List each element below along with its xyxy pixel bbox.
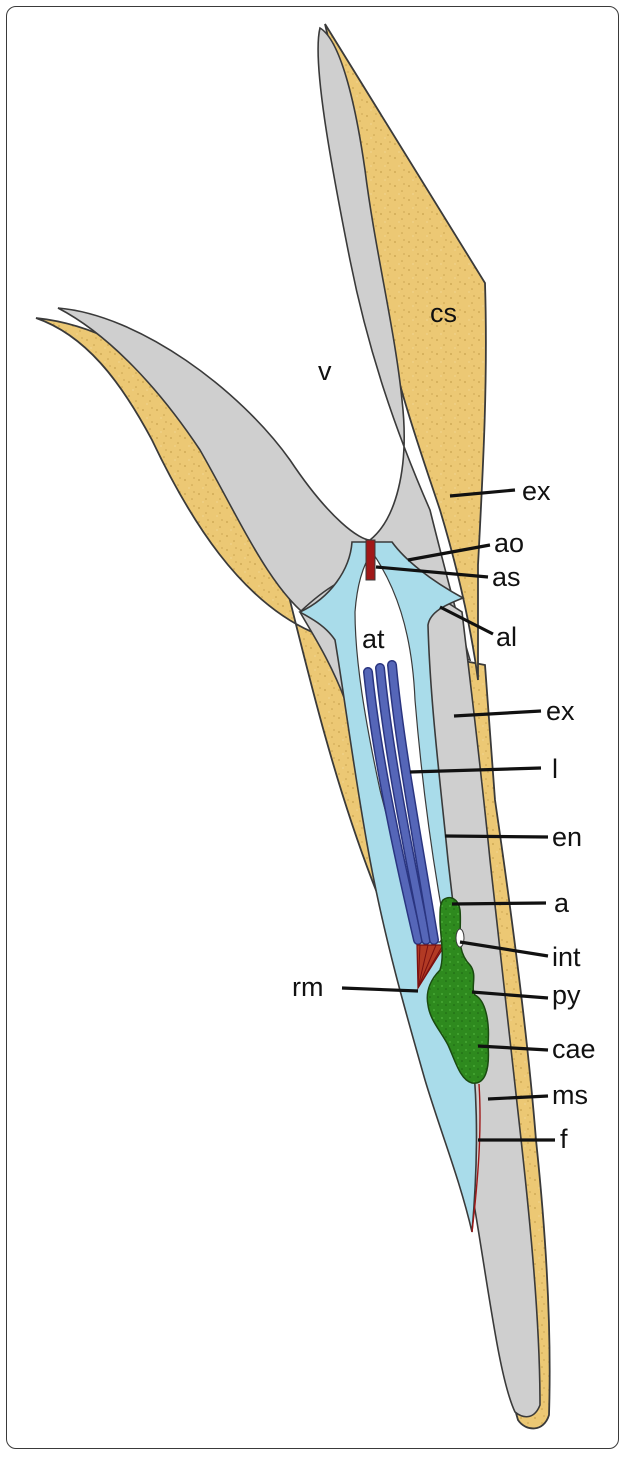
label-at: at [362,624,385,654]
label-a: a [554,888,570,918]
gut-lumen [456,929,464,947]
leader-en [445,836,548,837]
label-ex-lower: ex [546,696,575,726]
label-int: int [552,942,581,972]
label-en: en [552,822,582,852]
label-py: py [552,980,581,1010]
label-f: f [560,1124,568,1154]
label-rm: rm [292,972,323,1002]
label-cae: cae [552,1034,596,1064]
label-ms: ms [552,1080,588,1110]
atrial-sphincter [366,540,375,580]
label-ao: ao [494,528,524,558]
label-as: as [492,562,521,592]
label-l: l [552,754,558,784]
label-cs: cs [430,298,457,328]
label-v: v [318,356,332,386]
leader-a [452,903,546,904]
label-al: al [496,622,517,652]
label-ex-upper: ex [522,476,551,506]
